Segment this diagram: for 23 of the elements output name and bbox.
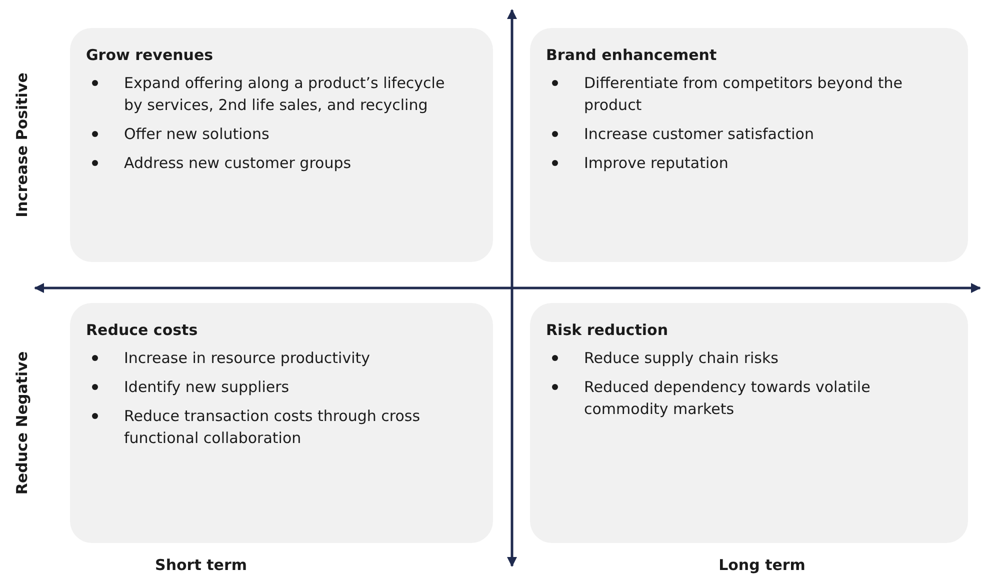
quadrant-heading: Risk reduction <box>546 321 669 339</box>
x-axis-label: Short term <box>155 556 247 574</box>
bullet-text: Reduced dependency towards volatile commodity markets <box>584 378 870 418</box>
bullet-text: Reduce transaction costs through cross functional collaboration <box>124 407 420 447</box>
quadrant-card <box>530 28 968 262</box>
quadrant-heading: Grow revenues <box>86 46 214 64</box>
bullet-text: Increase customer satisfaction <box>584 125 814 143</box>
bullet-text: Increase in resource productivity <box>124 349 370 367</box>
bullet-text: Improve reputation <box>584 154 728 172</box>
quadrant-card <box>70 28 493 262</box>
quadrant-card <box>70 303 493 543</box>
bullet-text: Differentiate from competitors beyond the product <box>584 74 903 114</box>
bullet-text: Identify new suppliers <box>124 378 290 396</box>
bullet-text: Reduce supply chain risks <box>584 349 778 367</box>
quadrant-heading: Brand enhancement <box>546 46 718 64</box>
bullet-text: Expand offering along a product’s lifecycle by services, 2nd life sales, and recycling <box>124 74 445 114</box>
y-axis-label: Increase Positive <box>13 72 31 218</box>
bullet-text: Offer new solutions <box>124 125 270 143</box>
y-axis-label: Reduce Negative <box>13 351 31 495</box>
x-axis-label: Long term <box>718 556 806 574</box>
bullet-text: Address new customer groups <box>124 154 352 172</box>
quadrant-heading: Reduce costs <box>86 321 199 339</box>
quadrant-card <box>530 303 968 543</box>
